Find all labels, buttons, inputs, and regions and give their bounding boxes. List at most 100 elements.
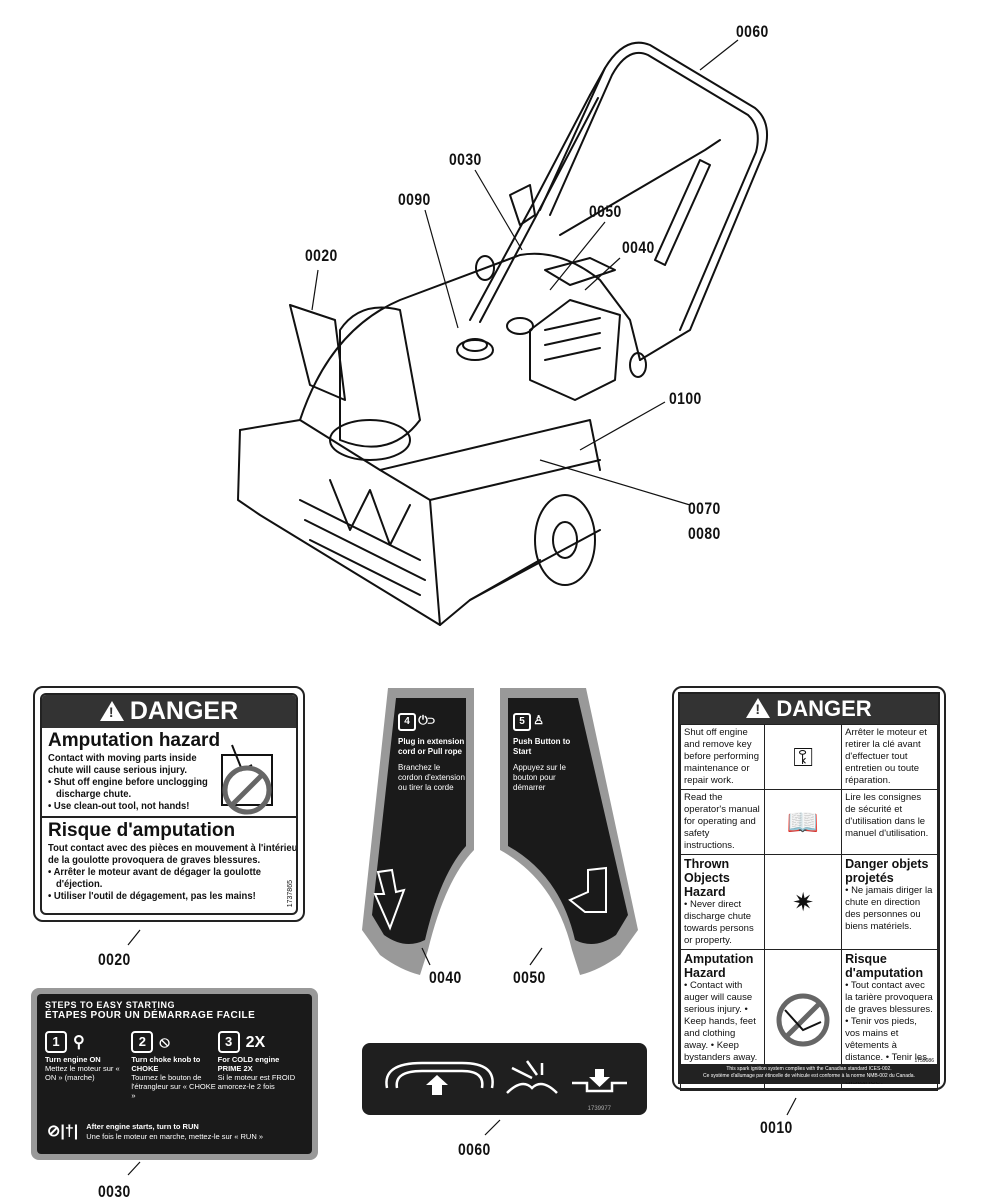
hazard-bullet: • Utiliser l'outil de dégagement, pas le…	[48, 890, 256, 902]
callout-0040-bottom: 0040	[429, 968, 462, 987]
hazard-title-fr: Risque d'amputation	[48, 820, 236, 841]
compliance-en: This spark ignition system complies with…	[726, 1066, 892, 1072]
step-icons: 1⚲	[45, 1029, 131, 1055]
hazard-bullet: d'éjection.	[56, 878, 103, 890]
handle-grip-icon	[385, 1061, 494, 1089]
safety-fr: • Ne jamais diriger la chute en directio…	[845, 885, 933, 932]
primer-icon: 2X	[245, 1033, 266, 1051]
warning-icon	[746, 698, 771, 718]
decal-0050-step-row: 5 ♙	[513, 713, 583, 731]
hazard-heading: Danger objets projetés	[845, 857, 929, 885]
danger-label: DANGER	[776, 696, 872, 721]
safety-fr: Lire les consignes de sécurité et d'util…	[841, 789, 938, 855]
step-number: 3	[217, 1031, 240, 1053]
hazard-text: chute will cause serious injury.	[48, 764, 188, 776]
plug-rope-icon: ⏻⊃	[418, 713, 435, 727]
safety-grid: Shut off engine and remove key before pe…	[679, 724, 938, 1091]
step-fr: Mettez le moteur sur « ON » (marche)	[45, 1064, 120, 1082]
key-switch-icon: ⚲	[73, 1033, 85, 1051]
step-fr: Si le moteur est FROID amorcez-le 2 fois	[217, 1073, 296, 1091]
callout-0050-top: 0050	[589, 202, 622, 221]
steps-row: 1⚲ Turn engine ON Mettez le moteur sur «…	[45, 1029, 304, 1100]
hazard-title-en: Amputation hazard	[48, 730, 221, 751]
decal-0050-text: 5 ♙ Push Button to Start Appuyez sur le …	[513, 713, 583, 793]
step-en: For COLD engine PRIME 2X	[217, 1055, 280, 1073]
choke-icon: ⦸	[159, 1033, 170, 1051]
start-step: 2 ⦸ Turn choke knob to CHOKE Tournez le b…	[131, 1029, 217, 1100]
step-en: Turn choke knob to CHOKE	[131, 1055, 201, 1073]
part-code: 1737865	[287, 879, 294, 907]
run-en: After engine starts, turn to RUN	[86, 1122, 199, 1131]
hazard-heading: Amputation Hazard	[684, 952, 754, 980]
callout-0030-bottom: 0030	[98, 1182, 131, 1201]
run-fr: Une fois le moteur en marche, mettez-le …	[86, 1132, 263, 1141]
callout-0050-bottom: 0050	[513, 968, 546, 987]
danger-label: DANGER	[129, 697, 239, 725]
hazard-heading: Risque d'amputation	[845, 952, 924, 980]
hazard-bullet: • Use clean-out tool, not hands!	[48, 800, 190, 812]
decal-0060: 1739977	[362, 1043, 647, 1115]
callout-0030-top: 0030	[449, 150, 482, 169]
step-icons: 3 2X	[217, 1029, 304, 1055]
safety-en: Shut off engine and remove key before pe…	[679, 724, 766, 790]
step-en: Turn engine ON	[45, 1055, 101, 1064]
callout-0060-bottom: 0060	[458, 1140, 491, 1159]
up-arrow-icon	[426, 1075, 448, 1095]
snowthrower-drawing	[237, 39, 768, 626]
starting-title-en: STEPS TO EASY STARTING	[45, 1000, 176, 1010]
step-fr: Tournez le bouton de l'étrangleur sur « …	[131, 1073, 216, 1100]
step-number: 1	[45, 1031, 67, 1053]
compliance-footer: This spark ignition system complies with…	[680, 1064, 938, 1082]
hazard-text: de la goulotte provoquera de graves bles…	[48, 854, 261, 866]
safety-en: • Contact with auger will cause serious …	[684, 980, 758, 1063]
divider	[42, 816, 296, 818]
warning-icon	[99, 701, 124, 721]
step-number: 2	[131, 1031, 154, 1053]
thrown-objects-icon: ✷	[764, 854, 843, 950]
danger-header: DANGER	[680, 694, 938, 724]
safety-fr-cell: Danger objets projetés• Ne jamais dirige…	[841, 854, 938, 950]
safety-row: Read the operator's manual for operating…	[679, 789, 938, 855]
compliance-fr: Ce système d'allumage par étincelle de v…	[703, 1073, 915, 1079]
run-instruction: ⊘|†| After engine starts, turn to RUN Un…	[47, 1122, 263, 1142]
start-step: 3 2X For COLD engine PRIME 2X Si le moteu…	[217, 1029, 304, 1100]
callout-0020-top: 0020	[305, 246, 338, 265]
hazard-text: Contact with moving parts inside	[48, 752, 197, 764]
decal-0040-fr: Branchez le cordon d'extension ou tirer …	[398, 763, 465, 792]
down-arrow-icon	[589, 1069, 610, 1087]
run-text: After engine starts, turn to RUN Une foi…	[86, 1122, 263, 1142]
safety-en-cell: Thrown Objects Hazard• Never direct disc…	[679, 854, 766, 950]
start-step: 1⚲ Turn engine ON Mettez le moteur sur «…	[45, 1029, 131, 1100]
decal-0040-step-row: 4 ⏻⊃	[398, 713, 466, 731]
decal-0040-en: Plug in extension cord or Pull rope	[398, 737, 465, 756]
push-down-icon	[572, 1081, 627, 1093]
decal-0040-text: 4 ⏻⊃ Plug in extension cord or Pull rope…	[398, 713, 466, 793]
hazard-text: Tout contact avec des pièces en mouvemen…	[48, 842, 298, 854]
callout-0020-bottom: 0020	[98, 950, 131, 969]
callout-0100: 0100	[669, 389, 702, 408]
push-button-icon: ♙	[533, 713, 544, 727]
hazard-bullet: • Shut off engine before unclogging	[48, 776, 208, 788]
step-number: 5	[513, 713, 531, 731]
safety-row: Thrown Objects Hazard• Never direct disc…	[679, 854, 938, 950]
manual-icon: 📖	[764, 789, 843, 855]
callout-0040-top: 0040	[622, 238, 655, 257]
safety-fr: Arrêter le moteur et retirer la clé avan…	[841, 724, 938, 790]
decal-0010: DANGER Shut off engine and remove key be…	[672, 686, 946, 1091]
guide-arrow-icon	[568, 866, 607, 913]
down-arrow-icon	[373, 868, 406, 931]
handle-decal-graphics	[385, 1060, 627, 1095]
decal-0050-fr: Appuyez sur le bouton pour démarrer	[513, 763, 566, 792]
decal-0050-en: Push Button to Start	[513, 737, 571, 756]
starting-title-fr: ÉTAPES POUR UN DÉMARRAGE FACILE	[45, 1010, 256, 1021]
hand-in-chute-hazard-icon	[221, 744, 273, 815]
decal-0020: DANGER Amputation hazard Contact with mo…	[33, 686, 305, 922]
safety-row: Shut off engine and remove key before pe…	[679, 724, 938, 790]
run-icon: ⊘|†|	[47, 1123, 79, 1140]
callout-0070: 0070	[688, 499, 721, 518]
hazard-bullet: • Arrêter le moteur avant de dégager la …	[48, 866, 262, 878]
auger-spray-icon	[506, 1060, 558, 1094]
callout-0060-top: 0060	[736, 22, 769, 41]
safety-en: Read the operator's manual for operating…	[679, 789, 766, 855]
decal-0030: STEPS TO EASY STARTING ÉTAPES POUR UN DÉ…	[31, 988, 318, 1160]
